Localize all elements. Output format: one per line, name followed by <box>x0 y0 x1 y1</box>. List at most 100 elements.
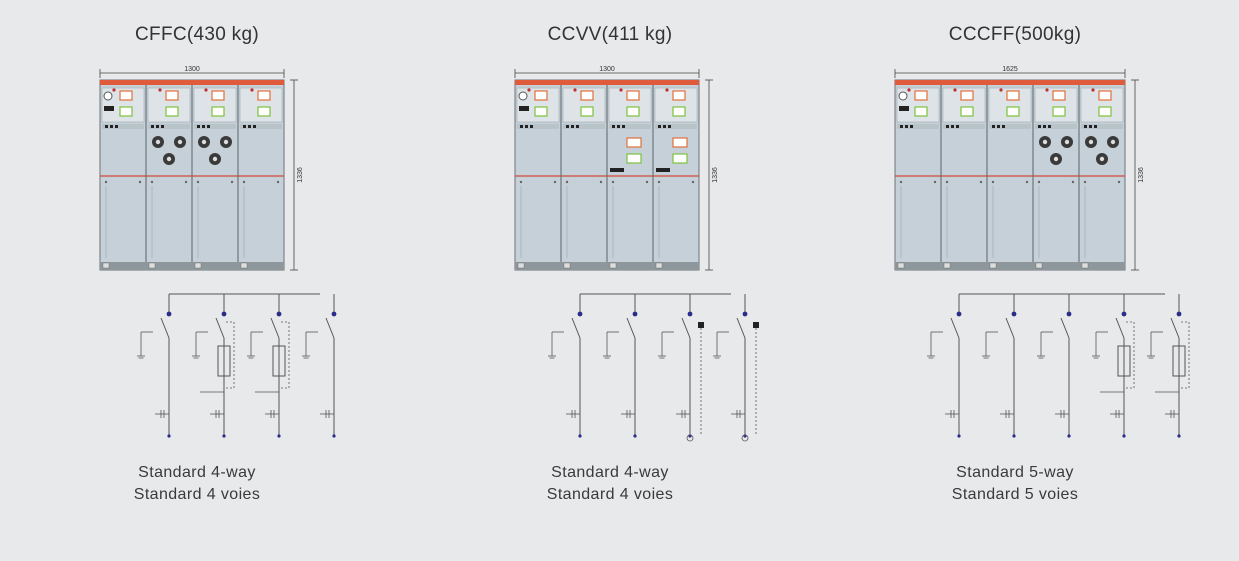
fuse-gauge-face <box>177 139 183 145</box>
cabinet-top-strip <box>515 80 699 85</box>
door-screw <box>657 180 661 184</box>
breaker-relay <box>626 153 642 164</box>
unit-title: CCCFF(500kg) <box>948 24 1082 45</box>
door-screw <box>565 180 569 184</box>
indicator-lamp <box>527 88 531 92</box>
busbar-node <box>1176 311 1182 317</box>
operating-slot-row <box>943 124 985 129</box>
indicator-lamp <box>953 88 957 92</box>
plinth-label <box>989 262 997 269</box>
slot-marker <box>207 125 210 128</box>
slot-marker <box>115 125 118 128</box>
slot-marker <box>1094 125 1097 128</box>
width-dimension-label: 1300 <box>184 66 200 73</box>
status-indicator <box>672 90 686 101</box>
feeder-node <box>332 434 336 438</box>
slot-marker <box>900 125 903 128</box>
single-line-diagram <box>927 293 1190 438</box>
slot-marker <box>105 125 108 128</box>
slot-marker <box>617 125 620 128</box>
status-indicator <box>211 90 225 101</box>
operating-slot-row <box>517 124 559 129</box>
busbar-node <box>687 311 693 317</box>
unit-caption: Standard 4-way Standard 4 voies <box>460 462 760 506</box>
door-screw <box>611 180 615 184</box>
fuse-gauge-face <box>1042 139 1048 145</box>
current-transformer <box>741 434 749 442</box>
door-screw <box>138 180 142 184</box>
fuse-gauge-face <box>223 139 229 145</box>
operating-slot-row <box>609 124 651 129</box>
breaker-coil <box>698 322 704 328</box>
busbar-node <box>742 311 748 317</box>
fuse-gauge-face <box>166 156 172 162</box>
fuse-symbol <box>217 345 231 377</box>
status-indicator <box>534 90 548 101</box>
breaker-slot <box>610 168 624 172</box>
feeder-node <box>578 434 582 438</box>
unit-title: CCVV(411 kg) <box>547 24 673 45</box>
fuse-symbol <box>1172 345 1186 377</box>
plinth-label <box>240 262 248 269</box>
status-indicator <box>960 106 974 117</box>
feeder-node <box>222 434 226 438</box>
feeder-node <box>1122 434 1126 438</box>
indicator-lamp <box>1091 88 1095 92</box>
switch-blade <box>950 317 960 339</box>
status-indicator <box>626 106 640 117</box>
door-screw <box>553 180 557 184</box>
slot-marker <box>946 125 949 128</box>
door-screw <box>196 180 200 184</box>
switch-blade <box>325 317 335 339</box>
slot-marker <box>197 125 200 128</box>
fuse-gauge-face <box>1110 139 1116 145</box>
switch-blade <box>160 317 170 339</box>
switch-blade <box>1060 317 1070 339</box>
slot-marker <box>997 125 1000 128</box>
switch-blade <box>736 317 746 339</box>
slot-marker <box>1089 125 1092 128</box>
plinth-label <box>563 262 571 269</box>
door-screw <box>1037 180 1041 184</box>
slot-marker <box>910 125 913 128</box>
cabinet-top-strip <box>895 80 1125 85</box>
door-screw <box>104 180 108 184</box>
door-screw <box>991 180 995 184</box>
current-transformer <box>686 434 694 442</box>
cabinet-top-strip <box>100 80 284 85</box>
single-line-diagram <box>548 293 759 442</box>
fuse-gauge-face <box>155 139 161 145</box>
busbar-node <box>956 311 962 317</box>
plinth-label <box>1081 262 1089 269</box>
busbar-node <box>632 311 638 317</box>
indicator-lamp <box>999 88 1003 92</box>
switch-blade <box>215 317 225 339</box>
cabinet-plinth <box>515 262 699 270</box>
indicator-lamp <box>112 88 116 92</box>
cabinet-plinth <box>100 262 284 270</box>
operating-slot-row <box>897 124 939 129</box>
status-indicator <box>165 90 179 101</box>
breaker-coil <box>753 322 759 328</box>
status-indicator <box>257 106 271 117</box>
slot-marker <box>156 125 159 128</box>
door-screw <box>230 180 234 184</box>
plinth-label <box>194 262 202 269</box>
plinth-label <box>609 262 617 269</box>
caption-french: Standard 4 voies <box>133 486 261 503</box>
operating-slot-row <box>102 124 144 129</box>
fuse-gauge-face <box>1099 156 1105 162</box>
status-indicator <box>580 90 594 101</box>
door-screw <box>519 180 523 184</box>
status-indicator <box>1052 106 1066 117</box>
slot-marker <box>1038 125 1041 128</box>
caption-english: Standard 4-way <box>551 464 669 481</box>
door-screw <box>979 180 983 184</box>
fuse-gauge-face <box>1064 139 1070 145</box>
door-screw <box>599 180 603 184</box>
slot-marker <box>243 125 246 128</box>
indicator-lamp <box>250 88 254 92</box>
